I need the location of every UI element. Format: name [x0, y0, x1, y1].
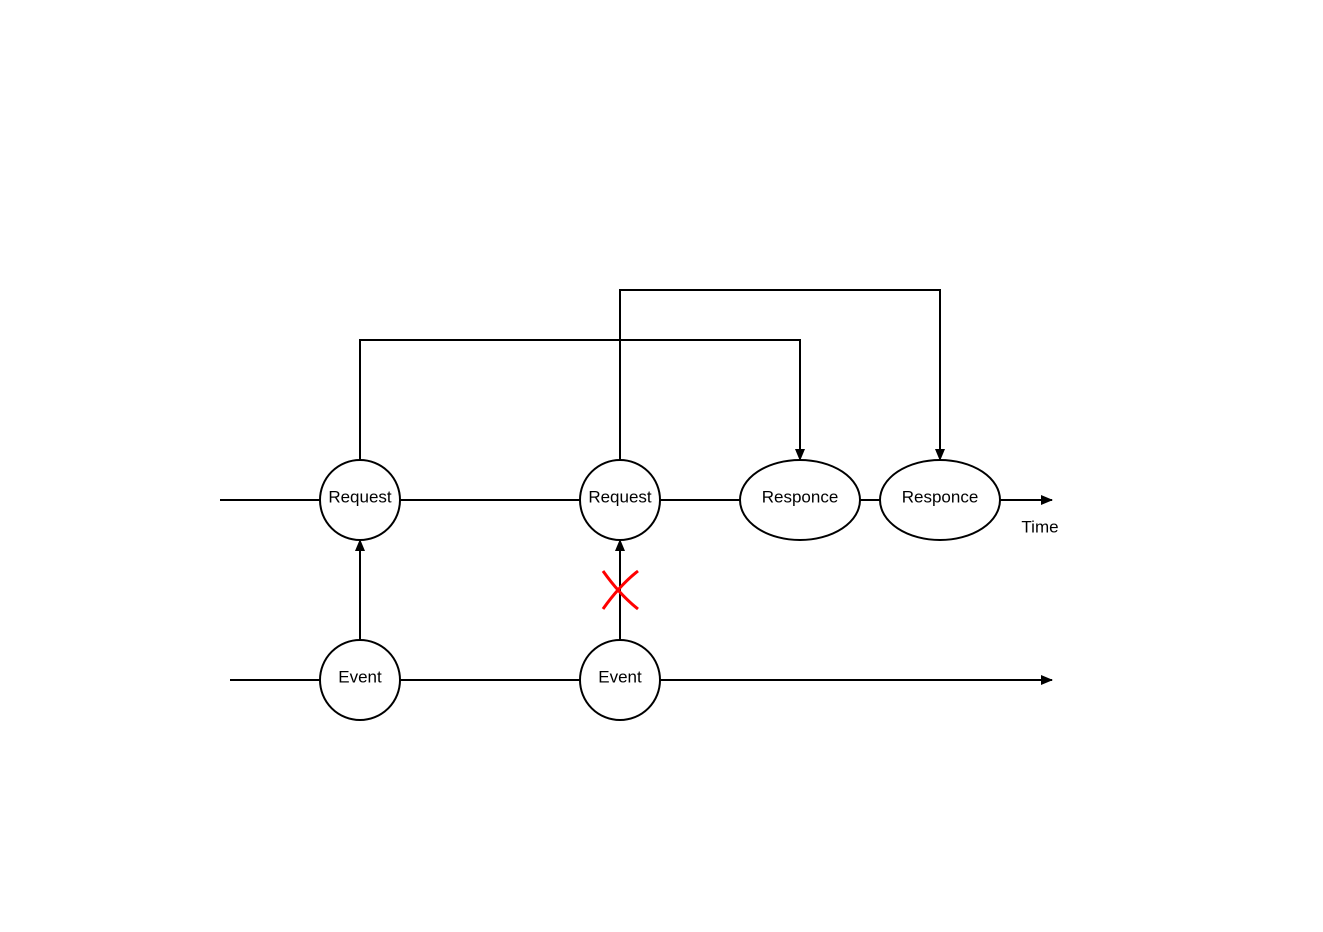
cancel-stroke: [601, 570, 639, 611]
request-node-2-shape: [579, 459, 661, 541]
request-node-2: Request: [579, 459, 661, 541]
request-node-2-label: Request: [588, 487, 652, 506]
responce-node-1: Responce: [739, 459, 861, 541]
cancel-stroke: [601, 569, 639, 610]
request-node-1: Request: [319, 459, 401, 541]
time-axis-label: Time: [1021, 517, 1058, 536]
responce-node-1-shape: [739, 459, 861, 541]
event-node-1: Event: [319, 639, 401, 721]
request-node-1-label: Request: [328, 487, 392, 506]
event-node-2: Event: [579, 639, 661, 721]
responce-node-1-label: Responce: [762, 487, 839, 506]
responce-node-2: Responce: [879, 459, 1001, 541]
x-mark-icon: [601, 569, 639, 611]
responce-node-2-label: Responce: [902, 487, 979, 506]
edge-request-2-to-responce-2: [619, 289, 945, 461]
event-node-2-label: Event: [598, 667, 642, 686]
responce-node-2-shape: [879, 459, 1001, 541]
edge-request-1-to-responce-1: [359, 339, 805, 461]
event-node-1-label: Event: [338, 667, 382, 686]
event-node-1-shape: [319, 639, 401, 721]
request-node-1-shape: [319, 459, 401, 541]
event-node-2-shape: [579, 639, 661, 721]
